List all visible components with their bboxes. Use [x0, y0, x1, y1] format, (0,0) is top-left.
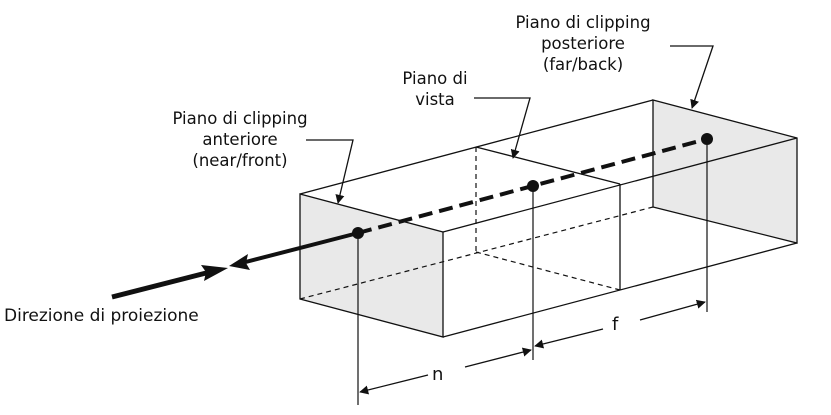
far-label-line-1: Piano di clipping	[515, 13, 651, 32]
near-label-line-2: anteriore	[202, 130, 278, 149]
projection-direction-arrowhead	[201, 265, 228, 281]
projection-direction-arrow	[111, 269, 211, 300]
distance-reference-lines	[357, 145, 708, 405]
far-clipping-plane-label: Piano di clipping posteriore (far/back)	[478, 12, 688, 75]
projection-axis-solid	[233, 231, 359, 267]
projection-axis-arrowhead	[229, 254, 250, 270]
projection-direction-label: Direzione di proiezione	[4, 306, 199, 326]
far-point	[701, 133, 713, 145]
far-distance-dimension	[534, 299, 706, 349]
far-label-line-2: posteriore	[541, 34, 625, 53]
near-distance-label: n	[432, 364, 444, 385]
near-label-line-3: (near/front)	[192, 151, 288, 170]
view-point	[527, 180, 539, 192]
label-leaders	[306, 45, 714, 204]
near-point	[352, 227, 364, 239]
far-distance-label: f	[612, 314, 619, 335]
near-clipping-plane-label: Piano di clipping anteriore (near/front)	[140, 108, 340, 171]
view-label-line-2: vista	[415, 90, 455, 109]
view-plane-label: Piano di vista	[380, 68, 490, 110]
hidden-edges	[299, 147, 654, 300]
view-label-line-1: Piano di	[402, 69, 468, 88]
far-label-line-3: (far/back)	[542, 55, 624, 74]
near-distance-dimension	[359, 347, 532, 395]
near-label-line-1: Piano di clipping	[172, 109, 308, 128]
far-clipping-plane	[652, 99, 798, 244]
